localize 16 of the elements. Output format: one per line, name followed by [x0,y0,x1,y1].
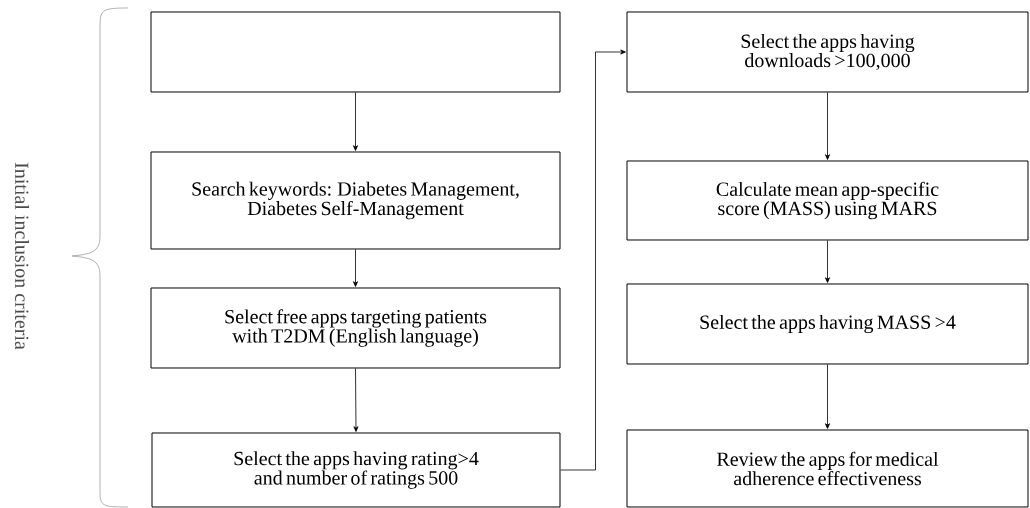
arrow [560,49,626,471]
process-box: Review the apps for medical adherence effectiveness [626,429,1029,508]
arrow [825,240,830,283]
process-box: Select the apps having MASS >4 [626,283,1029,365]
bracket-label: Initial inclusion criteria [15,162,30,350]
process-box: Select the apps having downloads >100,000 [626,11,1029,93]
arrow [825,92,830,160]
process-box [150,11,561,93]
arrow [353,249,358,287]
arrow [825,364,830,429]
process-box: Select free apps targeting patients with T2DM (English language) [150,287,561,369]
arrow [353,368,359,432]
arrow [353,92,358,151]
process-box: Calculate mean app-specific score (MASS) using MARS [626,160,1029,241]
process-box: Search keywords: Diabetes Management, Diabetes Self-Management [150,151,561,250]
process-box: Select the apps having rating>4 and number of ratings 500 [151,432,561,508]
